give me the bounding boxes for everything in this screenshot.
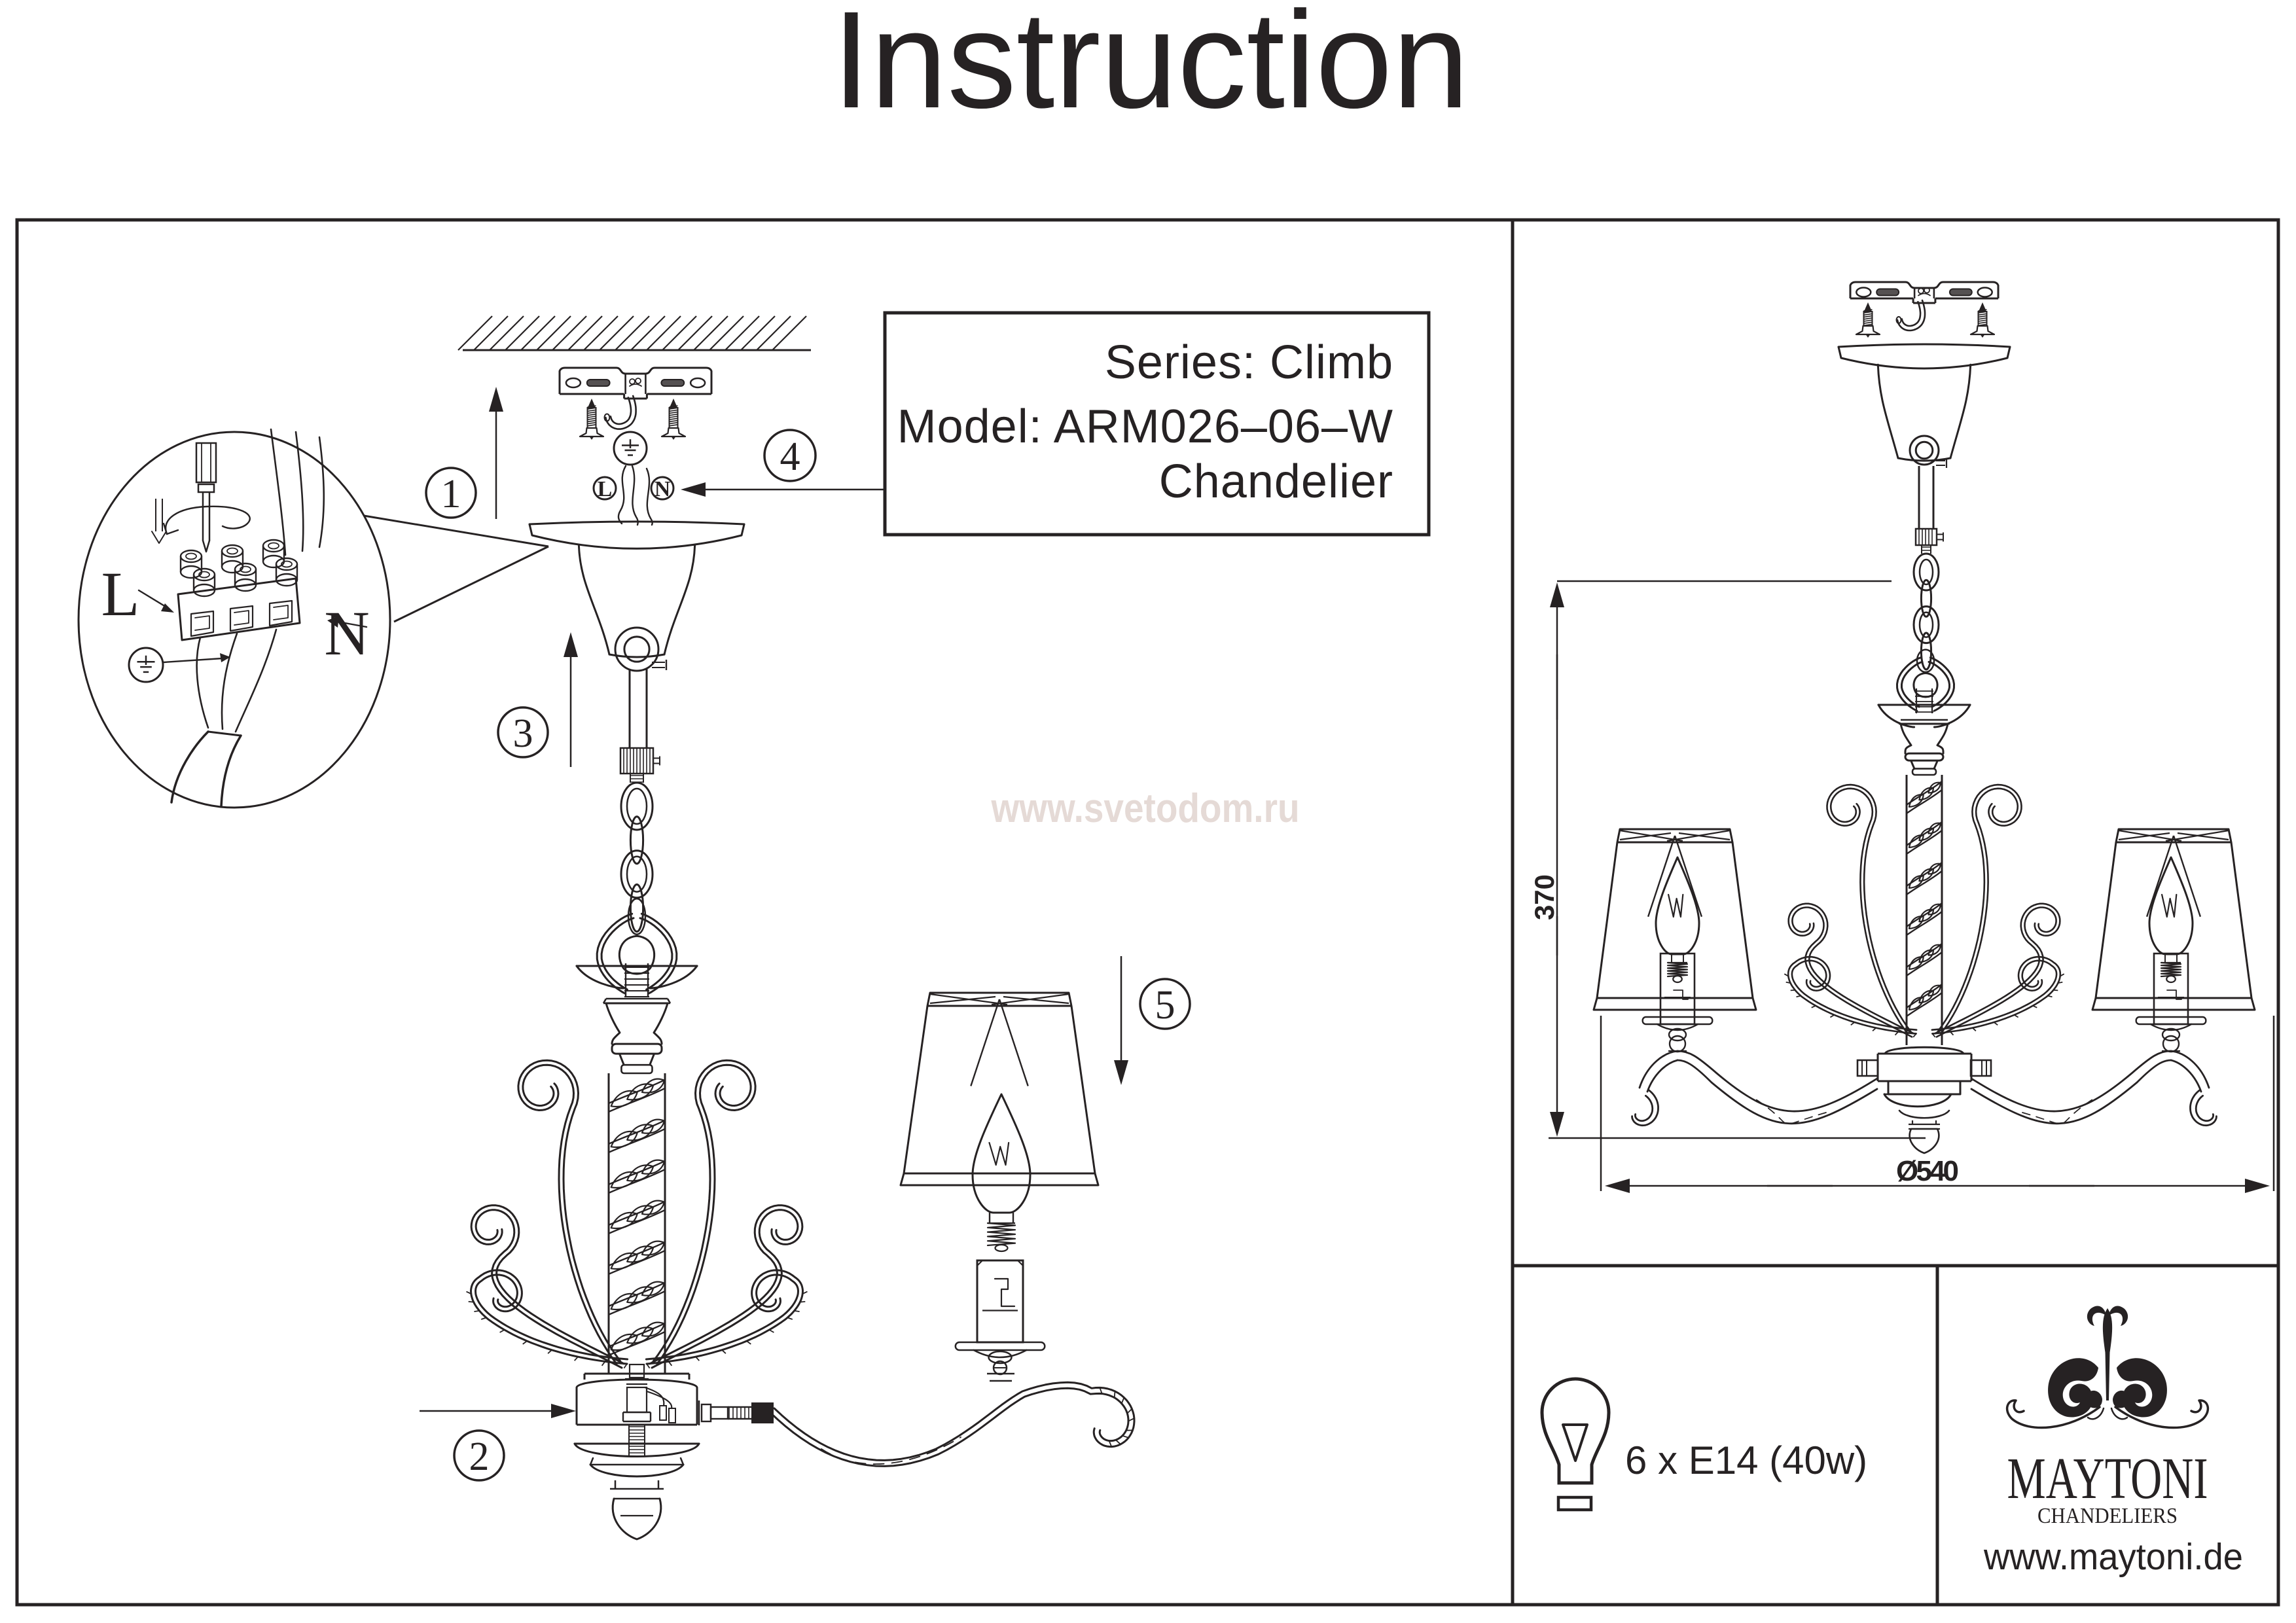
svg-text:CHANDELIERS: CHANDELIERS	[2037, 1504, 2178, 1528]
svg-text:3: 3	[513, 711, 533, 756]
svg-text:L: L	[598, 477, 613, 501]
svg-text:www.svetodom.ru: www.svetodom.ru	[991, 786, 1300, 831]
svg-text:2: 2	[469, 1435, 490, 1479]
svg-text:370: 370	[1529, 874, 1560, 920]
svg-text:Series: Climb: Series: Climb	[1105, 336, 1393, 389]
svg-text:Model: ARM026–06–W: Model: ARM026–06–W	[897, 401, 1393, 453]
svg-text:1: 1	[441, 472, 461, 516]
svg-text:4: 4	[780, 435, 800, 479]
svg-text:Instruction: Instruction	[832, 0, 1469, 137]
svg-text:MAYTONI: MAYTONI	[2007, 1446, 2208, 1511]
svg-text:N: N	[324, 598, 369, 668]
svg-text:www.maytoni.de: www.maytoni.de	[1983, 1536, 2243, 1578]
svg-text:L: L	[101, 559, 140, 629]
svg-text:6 x E14 (40w): 6 x E14 (40w)	[1625, 1438, 1867, 1482]
svg-text:5: 5	[1155, 983, 1175, 1027]
svg-text:N: N	[655, 477, 671, 501]
svg-text:Ø540: Ø540	[1896, 1155, 1959, 1187]
svg-text:Chandelier: Chandelier	[1159, 455, 1393, 508]
